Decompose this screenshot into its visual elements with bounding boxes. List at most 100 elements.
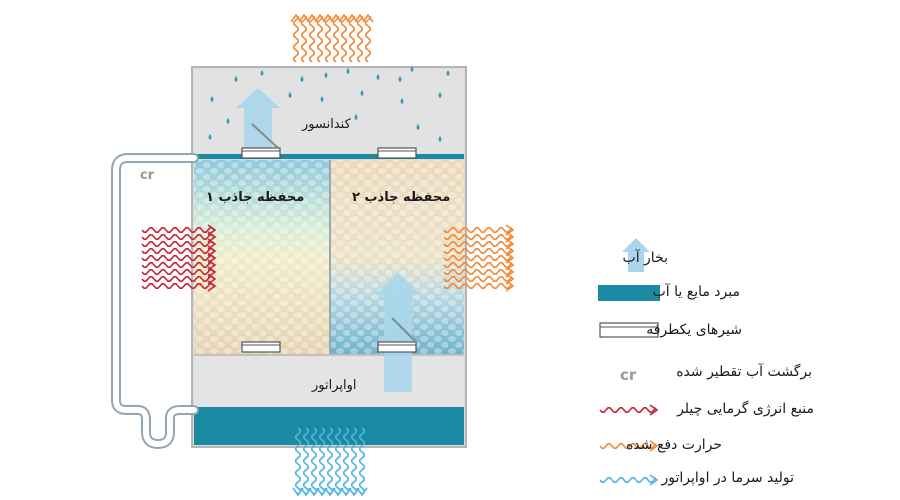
condensate-droplet	[376, 74, 380, 80]
rejected-heat-top-wave	[301, 16, 307, 63]
condensate-droplets	[208, 66, 450, 142]
cooling-wave-head	[316, 487, 328, 497]
rejected-heat-top-wave	[365, 16, 371, 63]
cooling-wave-head	[356, 487, 368, 497]
cr-pipe-label: cr	[140, 168, 155, 183]
rejected-heat-right-wave	[443, 262, 513, 268]
condenser-liquid-line	[194, 154, 464, 159]
rejected-heat-right-wave	[443, 269, 513, 275]
legend-wave-icons	[599, 404, 659, 486]
condensate-droplet	[400, 98, 404, 104]
heat-source-wave	[141, 255, 215, 261]
cooling-wave-head	[332, 487, 344, 497]
cooling-wave-head	[324, 487, 336, 497]
rejected-heat-top-wave	[317, 16, 323, 63]
cooling-wave	[311, 427, 317, 495]
check-valve-top-right	[377, 147, 417, 159]
rejected-heat-right-wave	[443, 248, 513, 254]
cooling-wave-head	[300, 487, 312, 497]
rejected-heat-right-arrows	[443, 224, 515, 292]
rejected-heat-right-wave	[443, 227, 513, 233]
check-valve-top-left	[241, 123, 281, 159]
condensate-droplet	[438, 92, 442, 98]
condenser-area	[194, 69, 464, 155]
cooling-wave	[359, 427, 365, 495]
legend-text-heat-source: منبع انرژی گرمایی چیلر	[677, 401, 814, 417]
condensate-droplet	[354, 114, 358, 120]
check-valve-bottom-right	[377, 317, 417, 353]
legend-heat-rejected-icon-head	[649, 440, 659, 452]
rejected-heat-top-wave-head	[290, 13, 302, 23]
cooling-wave	[319, 427, 325, 495]
condensate-droplet	[320, 96, 324, 102]
legend-text-heat-rejected: حرارت دفع شده	[626, 437, 722, 453]
heat-source-wave	[141, 248, 215, 254]
rejected-heat-top-wave-head	[306, 13, 318, 23]
rejected-heat-top-wave	[325, 16, 331, 63]
rejected-heat-top-wave-head	[346, 13, 358, 23]
heat-source-wave-head	[207, 280, 217, 292]
condensate-droplet	[324, 72, 328, 78]
rejected-heat-top-wave-head	[322, 13, 334, 23]
heat-source-wave	[141, 227, 215, 233]
chamber-2-label: محفظه جاذب ۲	[352, 190, 451, 205]
condensate-droplet	[288, 92, 292, 98]
cooling-wave	[295, 427, 301, 495]
legend-text-valve: شیرهای یکطرفه	[646, 322, 742, 338]
legend-check-valve-icon	[599, 322, 659, 338]
condensate-droplet	[446, 70, 450, 76]
cooling-wave-head	[340, 487, 352, 497]
cooling-wave	[351, 427, 357, 495]
rejected-heat-right-wave	[443, 276, 513, 282]
rejected-heat-right-wave	[443, 241, 513, 247]
legend-text-cooling: تولید سرما در اواپراتور	[661, 470, 794, 486]
rejected-heat-top-wave-head	[298, 13, 310, 23]
legend-text-vapor: بخار آب	[622, 250, 668, 266]
heat-source-wave	[141, 283, 215, 289]
cooling-wave	[303, 427, 309, 495]
vapor-arrow-up	[236, 88, 280, 150]
legend-heat-source-icon-head	[649, 404, 659, 416]
heat-source-wave	[141, 234, 215, 240]
legend-text-liquid: مبرد مایع یا آب	[652, 284, 740, 300]
condensate-droplet	[360, 90, 364, 96]
rejected-heat-top-wave	[357, 16, 363, 63]
legend-liquid-icon	[598, 285, 660, 301]
rejected-heat-right-wave	[443, 255, 513, 261]
chamber-1-pebbles	[194, 160, 330, 354]
condensate-droplet	[300, 76, 304, 82]
condensate-droplet	[346, 68, 350, 74]
vapor-arrow-down	[376, 272, 420, 392]
rejected-heat-top-wave-head	[338, 13, 350, 23]
condensate-droplet	[410, 66, 414, 72]
rejected-heat-right-wave	[443, 234, 513, 240]
rejected-heat-right-wave-head	[505, 280, 515, 292]
cooling-wave	[327, 427, 333, 495]
chamber-1-label: محفظه جاذب ۱	[206, 190, 305, 205]
evaporator-label: اواپراتور	[312, 378, 357, 393]
evaporator-area	[194, 355, 464, 407]
check-valve-bottom-left	[241, 341, 281, 353]
legend-cooling-icon-head	[649, 474, 659, 486]
heat-source-wave	[141, 241, 215, 247]
condensate-return-pipe	[111, 153, 199, 449]
condenser-label: کندانسور	[302, 117, 351, 132]
rejected-heat-top-wave	[293, 16, 299, 63]
condensate-droplet	[398, 76, 402, 82]
legend-cr-icon: cr	[620, 366, 637, 384]
cooling-wave-head	[348, 487, 360, 497]
condensate-droplet	[234, 76, 238, 82]
condensate-droplet	[208, 134, 212, 140]
legend-heat-source-icon	[599, 407, 657, 413]
rejected-heat-right-wave	[443, 283, 513, 289]
cooling-wave-head	[308, 487, 320, 497]
legend-cooling-icon	[599, 477, 657, 483]
rejected-heat-top-wave-head	[330, 13, 342, 23]
condensate-droplet	[210, 96, 214, 102]
cooling-arrows	[292, 427, 368, 497]
cooling-wave	[343, 427, 349, 495]
condensate-droplet	[416, 124, 420, 130]
rejected-heat-top-wave	[309, 16, 315, 63]
condensate-droplet	[226, 118, 230, 124]
heat-source-arrows	[141, 224, 217, 292]
